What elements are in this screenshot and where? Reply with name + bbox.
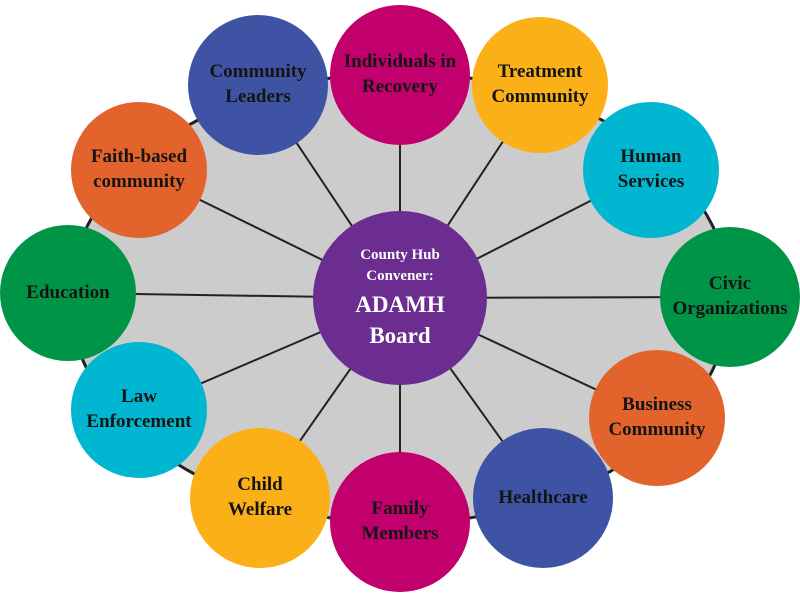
node-label: Community Leaders [209, 61, 307, 107]
node-label: Civic Organizations [672, 273, 788, 319]
node-individuals-in-recovery: Individuals in Recovery [330, 5, 470, 145]
node-label: Child Welfare [227, 474, 292, 520]
node-label: Faith-based community [90, 146, 188, 192]
node-law-enforcement: Law Enforcement [71, 342, 207, 478]
node-faith-based-community: Faith-based community [71, 102, 207, 238]
node-label: Law Enforcement [86, 386, 192, 432]
node-business-community: Business Community [589, 350, 725, 486]
node-healthcare: Healthcare [473, 428, 613, 568]
node-label: Education [26, 281, 110, 303]
node-civic-organizations: Civic Organizations [660, 227, 800, 367]
hub-node-adamh-board: County Hub Convener: ADAMH Board [313, 211, 487, 385]
node-human-services: Human Services [583, 102, 719, 238]
hub-subtitle: County Hub Convener: [360, 246, 440, 284]
node-education: Education [0, 225, 136, 361]
node-label: Healthcare [498, 486, 588, 508]
node-label: Individuals in Recovery [343, 51, 457, 97]
node-family-members: Family Members [330, 452, 470, 592]
node-child-welfare: Child Welfare [190, 428, 330, 568]
node-label: Treatment Community [491, 61, 589, 107]
node-label: Human Services [617, 146, 685, 192]
node-label: Family Members [361, 498, 439, 544]
node-label: Business Community [608, 394, 706, 440]
node-treatment-community: Treatment Community [472, 17, 608, 153]
node-community-leaders: Community Leaders [188, 15, 328, 155]
hub-title: ADAMH Board [355, 291, 445, 348]
